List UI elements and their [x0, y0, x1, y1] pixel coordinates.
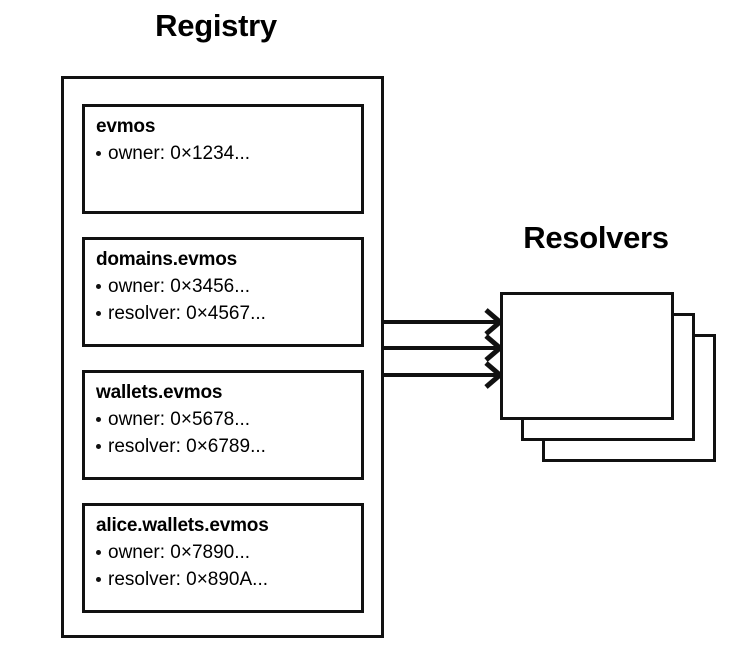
record-name: evmos: [96, 116, 156, 137]
record-field: resolver: 0×4567...: [96, 300, 361, 327]
record-field-list: owner: 0×1234...: [85, 140, 361, 167]
record-field: owner: 0×5678...: [96, 406, 361, 433]
resolvers-title: Resolvers: [523, 220, 669, 255]
registry-record-card[interactable]: domains.evmos owner: 0×3456... resolver:…: [82, 237, 364, 347]
registry-record-card[interactable]: wallets.evmos owner: 0×5678... resolver:…: [82, 370, 364, 480]
record-name: alice.wallets.evmos: [96, 515, 269, 536]
record-field: owner: 0×1234...: [96, 140, 361, 167]
record-field: owner: 0×3456...: [96, 273, 361, 300]
registry-record-card[interactable]: evmos owner: 0×1234...: [82, 104, 364, 214]
registry-to-resolver-arrows: [384, 308, 504, 389]
resolver-box[interactable]: [500, 292, 674, 420]
record-field: resolver: 0×890A...: [96, 566, 361, 593]
record-name: wallets.evmos: [96, 382, 223, 403]
record-field-list: owner: 0×7890... resolver: 0×890A...: [85, 539, 361, 593]
record-field: owner: 0×7890...: [96, 539, 361, 566]
registry-title: Registry: [155, 8, 277, 43]
record-field-list: owner: 0×5678... resolver: 0×6789...: [85, 406, 361, 460]
registry-record-card[interactable]: alice.wallets.evmos owner: 0×7890... res…: [82, 503, 364, 613]
record-field: resolver: 0×6789...: [96, 433, 361, 460]
record-field-list: owner: 0×3456... resolver: 0×4567...: [85, 273, 361, 327]
record-name: domains.evmos: [96, 249, 238, 270]
